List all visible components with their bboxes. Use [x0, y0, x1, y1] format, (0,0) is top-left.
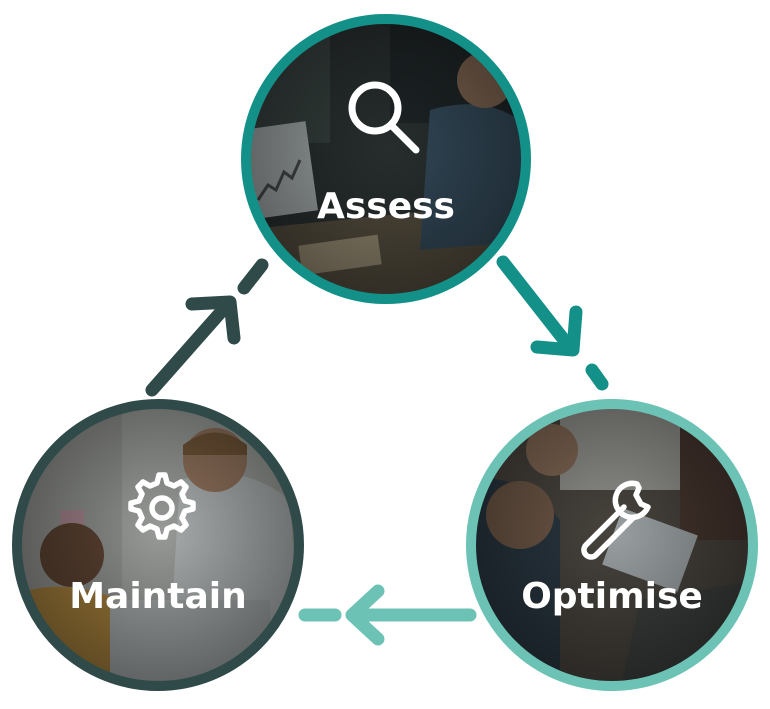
arrow-assess-to-optimise [496, 255, 609, 391]
team-meeting-photo [246, 19, 526, 299]
maintain-label: Maintain [69, 576, 247, 617]
stage-maintain: Maintain [12, 399, 304, 691]
maintain-ring [12, 399, 304, 691]
assess-label: Assess [317, 186, 455, 227]
optimise-label: Optimise [521, 576, 703, 617]
arrow-shaft [145, 297, 235, 397]
arrow-head [345, 584, 385, 646]
stage-assess: Assess [241, 14, 531, 304]
gear-icon [128, 472, 196, 540]
optimise-ring [466, 399, 758, 691]
arrow-head [185, 295, 241, 345]
arrow-maintain-to-assess [145, 258, 269, 397]
search-icon [348, 81, 420, 154]
arrow-head [530, 305, 583, 357]
coworkers-photo [17, 404, 299, 686]
colleagues-photo [471, 404, 753, 686]
arrow-shaft [496, 255, 575, 352]
wrench-icon [581, 480, 651, 560]
stage-optimise: Optimise [466, 399, 758, 691]
arrow-optimise-to-maintain [298, 584, 477, 646]
assess-ring [241, 14, 531, 304]
